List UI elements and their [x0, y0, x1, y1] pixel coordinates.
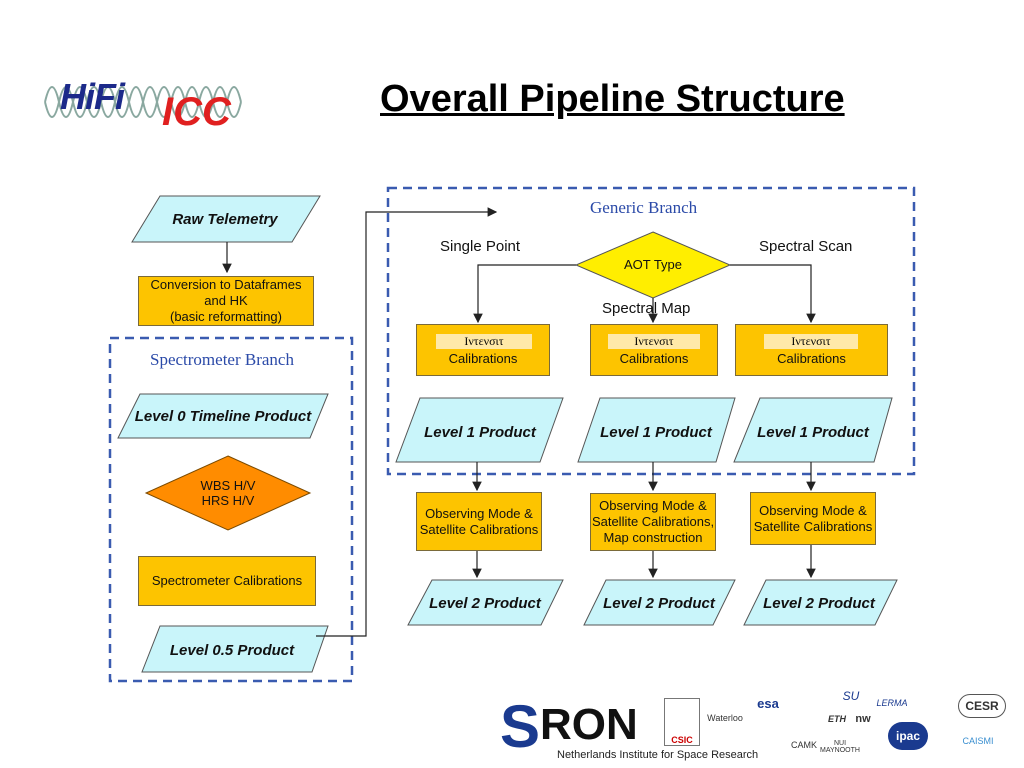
page-title: Overall Pipeline Structure [380, 78, 845, 120]
spectrometer-calibrations-box: Spectrometer Calibrations [138, 556, 316, 606]
level0-shape [117, 393, 329, 439]
level2-shape-1 [407, 579, 564, 626]
level2-label-1: Level 2 Product [429, 595, 541, 612]
level1-label-1: Level 1 Product [424, 424, 536, 441]
sron-subtitle: Netherlands Institute for Space Research [557, 749, 759, 761]
logo-hifi-text: HiFi [60, 76, 125, 117]
conversion-box: Conversion to Dataframes and HK (basic r… [138, 276, 314, 326]
partner-logo-waterloo: Waterloo [707, 713, 743, 723]
hifi-icc-logo: HiFi ICC [40, 68, 250, 136]
conversion-line-3: (basic reformatting) [170, 309, 282, 324]
conversion-line-1: Conversion to Dataframes [150, 277, 302, 292]
calibrations-box-1: Calibrations [416, 324, 550, 376]
partner-logo-esa: esa [757, 695, 779, 711]
obs3-line-2: Satellite Calibrations [753, 518, 873, 534]
logo-icc-text: ICC [162, 90, 231, 134]
observing-mode-box-1: Observing Mode & Satellite Calibrations [416, 492, 542, 551]
obs3-line-1: Observing Mode & [759, 502, 867, 518]
partner-logo-eth: ETH [828, 714, 846, 724]
level1-label-3: Level 1 Product [757, 424, 869, 441]
raw-telemetry-shape [131, 195, 321, 243]
obs1-line-1: Observing Mode & [425, 505, 533, 521]
aot-type-label: AOT Type [623, 257, 683, 272]
level1-shape-3 [733, 397, 893, 463]
level2-label-2: Level 2 Product [603, 595, 715, 612]
calibrations-label-2: Calibrations [619, 351, 689, 366]
partner-logo-maynooth: NUI MAYNOOTH [820, 740, 860, 754]
raw-telemetry-label: Raw Telemetry [172, 211, 278, 228]
wbs-line-1: WBS H/V [200, 478, 256, 493]
intensity-label-2: Ιντενσιτ [608, 334, 700, 349]
generic-branch-frame [386, 186, 916, 476]
level05-label: Level 0.5 Product [169, 642, 295, 659]
wbs-line-2: HRS H/V [201, 493, 255, 508]
level2-label-3: Level 2 Product [763, 595, 875, 612]
sron-logo: S RON [500, 690, 660, 760]
spectrometer-branch-frame [108, 336, 354, 683]
obs2-line-1: Observing Mode & [599, 498, 707, 513]
partner-logo-su: SU [842, 689, 860, 703]
wbs-label: WBS H/V HRS H/V [176, 478, 280, 508]
observing-mode-box-3: Observing Mode & Satellite Calibrations [750, 492, 876, 545]
intensity-label-1: Ιντενσιτ [436, 334, 532, 349]
obs2-line-2: Satellite Calibrations, [591, 514, 715, 529]
generic-branch-label: Generic Branch [590, 198, 698, 217]
level1-label-2: Level 1 Product [600, 424, 712, 441]
spectral-map-label: Spectral Map [602, 300, 691, 317]
observing-mode-box-2: Observing Mode & Satellite Calibrations,… [590, 493, 716, 551]
intensity-label-3: Ιντενσιτ [764, 334, 858, 349]
calibrations-label-3: Calibrations [777, 351, 846, 366]
obs2-line-3: Map construction [603, 530, 703, 545]
partner-logo-caismi: CAISMI [962, 736, 994, 746]
wbs-diamond [144, 455, 312, 531]
partner-logo-nw: nw [855, 713, 871, 725]
spectral-scan-label: Spectral Scan [759, 238, 853, 255]
single-point-label: Single Point [440, 238, 521, 255]
level1-shape-1 [395, 397, 564, 463]
sron-s: S [500, 693, 541, 760]
level0-label: Level 0 Timeline Product [134, 408, 312, 425]
spectrometer-branch-label: Spectrometer Branch [150, 350, 294, 369]
partner-logo-camk: CAMK [790, 740, 817, 750]
calibrations-box-2: Calibrations [590, 324, 718, 376]
level1-shape-2 [577, 397, 736, 463]
calibrations-label-1: Calibrations [448, 351, 518, 366]
partner-logo-lerma: LERMA [876, 698, 908, 708]
partner-logo-cesr: CESR [958, 694, 1006, 718]
level2-shape-2 [583, 579, 736, 626]
level05-shape [141, 625, 329, 673]
partner-logo-ipac: ipac [888, 722, 928, 750]
sron-ron: RON [540, 700, 638, 749]
conversion-line-2: and HK [204, 293, 248, 308]
level2-shape-3 [743, 579, 898, 626]
calibrations-box-3: Calibrations [735, 324, 888, 376]
obs1-line-2: Satellite Calibrations [419, 521, 539, 537]
partner-logo-csic: CSIC [664, 698, 700, 746]
